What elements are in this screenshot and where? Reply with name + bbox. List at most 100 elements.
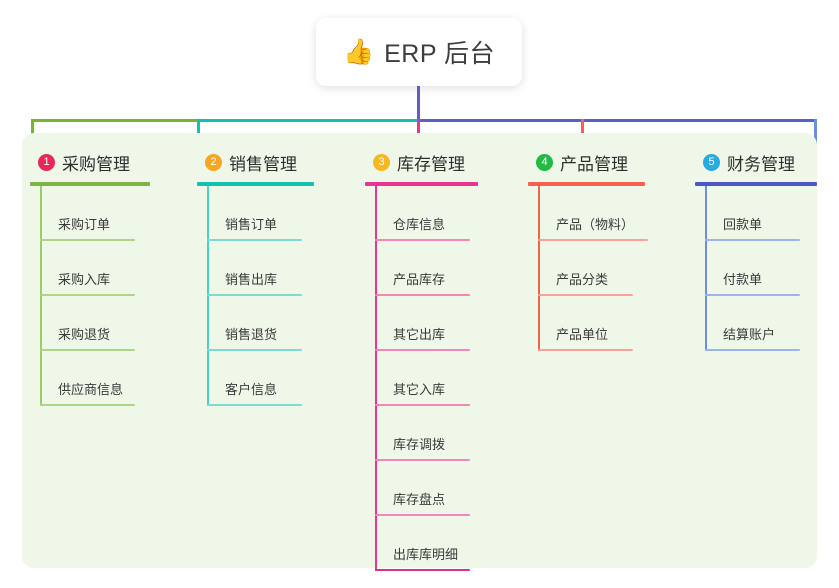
leaf-rule — [538, 349, 633, 351]
branch-title-4: 产品管理 — [560, 154, 628, 174]
leaf-rule — [40, 239, 135, 241]
leaf-item[interactable]: 供应商信息 — [40, 351, 135, 406]
branch-header-1[interactable]: 1 采购管理 — [30, 146, 190, 178]
leaf-item[interactable]: 销售订单 — [207, 186, 302, 241]
leaf-item[interactable]: 出库库明细 — [375, 516, 470, 571]
leaf-rule — [375, 239, 470, 241]
leaf-item[interactable]: 库存盘点 — [375, 461, 470, 516]
leaf-list-5: 回款单 付款单 结算账户 — [695, 186, 839, 351]
leaf-item[interactable]: 产品单位 — [538, 296, 633, 351]
leaf-rule — [40, 404, 135, 406]
leaf-rule — [207, 349, 302, 351]
leaf-rule — [375, 349, 470, 351]
leaf-item[interactable]: 付款单 — [705, 241, 800, 296]
branch-rule-1 — [30, 182, 150, 186]
branch-rule-5 — [695, 182, 817, 186]
leaf-list-4: 产品（物料） 产品分类 产品单位 — [528, 186, 688, 351]
leaf-spine-4 — [538, 186, 540, 351]
leaf-item[interactable]: 回款单 — [705, 186, 800, 241]
leaf-item[interactable]: 仓库信息 — [375, 186, 470, 241]
leaf-label: 付款单 — [723, 272, 763, 287]
branch-header-2[interactable]: 2 销售管理 — [197, 146, 357, 178]
leaf-list-1: 采购订单 采购入库 采购退货 供应商信息 — [30, 186, 190, 406]
leaf-spine-5 — [705, 186, 707, 351]
leaf-rule — [375, 404, 470, 406]
branch-title-5: 财务管理 — [727, 154, 795, 174]
leaf-list-3: 仓库信息 产品库存 其它出库 其它入库 库存调拨 库存盘点 — [365, 186, 525, 571]
leaf-label: 回款单 — [723, 217, 763, 232]
branch-rule-4 — [528, 182, 645, 186]
branch-badge-2: 2 — [205, 153, 222, 171]
branch-rule-3 — [365, 182, 478, 186]
leaf-item[interactable]: 产品分类 — [538, 241, 633, 296]
leaf-rule — [705, 239, 800, 241]
root-title: ERP 后台 — [384, 40, 496, 68]
branch-title-1: 采购管理 — [62, 154, 130, 174]
leaf-label: 其它出库 — [393, 327, 446, 342]
leaf-label: 销售退货 — [225, 327, 278, 342]
leaf-label: 库存盘点 — [393, 492, 446, 507]
connector-segment-teal — [197, 119, 419, 122]
leaf-rule — [207, 404, 302, 406]
leaf-label: 采购入库 — [58, 272, 111, 287]
connector-drop-5 — [814, 119, 817, 156]
leaf-label: 产品（物料） — [556, 217, 635, 232]
leaf-item[interactable]: 销售出库 — [207, 241, 302, 296]
branch-column-1: 1 采购管理 采购订单 采购入库 采购退货 供应商信息 — [30, 146, 190, 406]
branch-badge-1: 1 — [38, 153, 55, 171]
leaf-spine-1 — [40, 186, 42, 406]
leaf-label: 客户信息 — [225, 382, 278, 397]
branch-column-3: 3 库存管理 仓库信息 产品库存 其它出库 其它入库 库存调拨 — [365, 146, 525, 571]
leaf-rule — [538, 294, 633, 296]
leaf-label: 库存调拨 — [393, 437, 446, 452]
leaf-rule — [375, 514, 470, 516]
leaf-item[interactable]: 采购退货 — [40, 296, 135, 351]
leaf-label: 产品分类 — [556, 272, 609, 287]
leaf-list-2: 销售订单 销售出库 销售退货 客户信息 — [197, 186, 357, 406]
branch-header-5[interactable]: 5 财务管理 — [695, 146, 839, 178]
leaf-item[interactable]: 采购入库 — [40, 241, 135, 296]
leaf-rule — [705, 294, 800, 296]
leaf-rule — [40, 349, 135, 351]
leaf-item[interactable]: 结算账户 — [705, 296, 800, 351]
leaf-item[interactable]: 库存调拨 — [375, 406, 470, 461]
thumbs-up-icon: 👍 — [342, 37, 375, 66]
connector-segment-blue — [417, 119, 817, 122]
leaf-item[interactable]: 其它入库 — [375, 351, 470, 406]
leaf-spine-2 — [207, 186, 209, 406]
leaf-label: 采购订单 — [58, 217, 111, 232]
leaf-item[interactable]: 客户信息 — [207, 351, 302, 406]
branch-header-3[interactable]: 3 库存管理 — [365, 146, 525, 178]
branch-column-5: 5 财务管理 回款单 付款单 结算账户 — [695, 146, 839, 351]
branch-rule-2 — [197, 182, 314, 186]
leaf-rule — [375, 569, 470, 571]
leaf-label: 出库库明细 — [393, 547, 459, 562]
branch-badge-3: 3 — [373, 153, 390, 171]
leaf-label: 结算账户 — [723, 327, 776, 342]
leaf-label: 销售订单 — [225, 217, 278, 232]
connector-segment-green — [31, 119, 199, 122]
leaf-label: 供应商信息 — [58, 382, 124, 397]
branch-badge-5: 5 — [703, 153, 720, 171]
leaf-label: 仓库信息 — [393, 217, 446, 232]
branch-title-3: 库存管理 — [397, 154, 465, 174]
leaf-item[interactable]: 产品库存 — [375, 241, 470, 296]
leaf-item[interactable]: 采购订单 — [40, 186, 135, 241]
leaf-label: 其它入库 — [393, 382, 446, 397]
leaf-item[interactable]: 销售退货 — [207, 296, 302, 351]
leaf-label: 产品库存 — [393, 272, 446, 287]
leaf-rule — [375, 294, 470, 296]
leaf-label: 销售出库 — [225, 272, 278, 287]
branch-header-4[interactable]: 4 产品管理 — [528, 146, 688, 178]
leaf-rule — [705, 349, 800, 351]
leaf-rule — [538, 239, 648, 241]
leaf-rule — [207, 239, 302, 241]
branch-title-2: 销售管理 — [229, 154, 297, 174]
leaf-item[interactable]: 其它出库 — [375, 296, 470, 351]
trunk-vertical-line — [417, 86, 420, 122]
branch-badge-4: 4 — [536, 153, 553, 171]
leaf-label: 采购退货 — [58, 327, 111, 342]
leaf-item[interactable]: 产品（物料） — [538, 186, 648, 241]
root-node[interactable]: 👍 ERP 后台 — [316, 18, 522, 86]
